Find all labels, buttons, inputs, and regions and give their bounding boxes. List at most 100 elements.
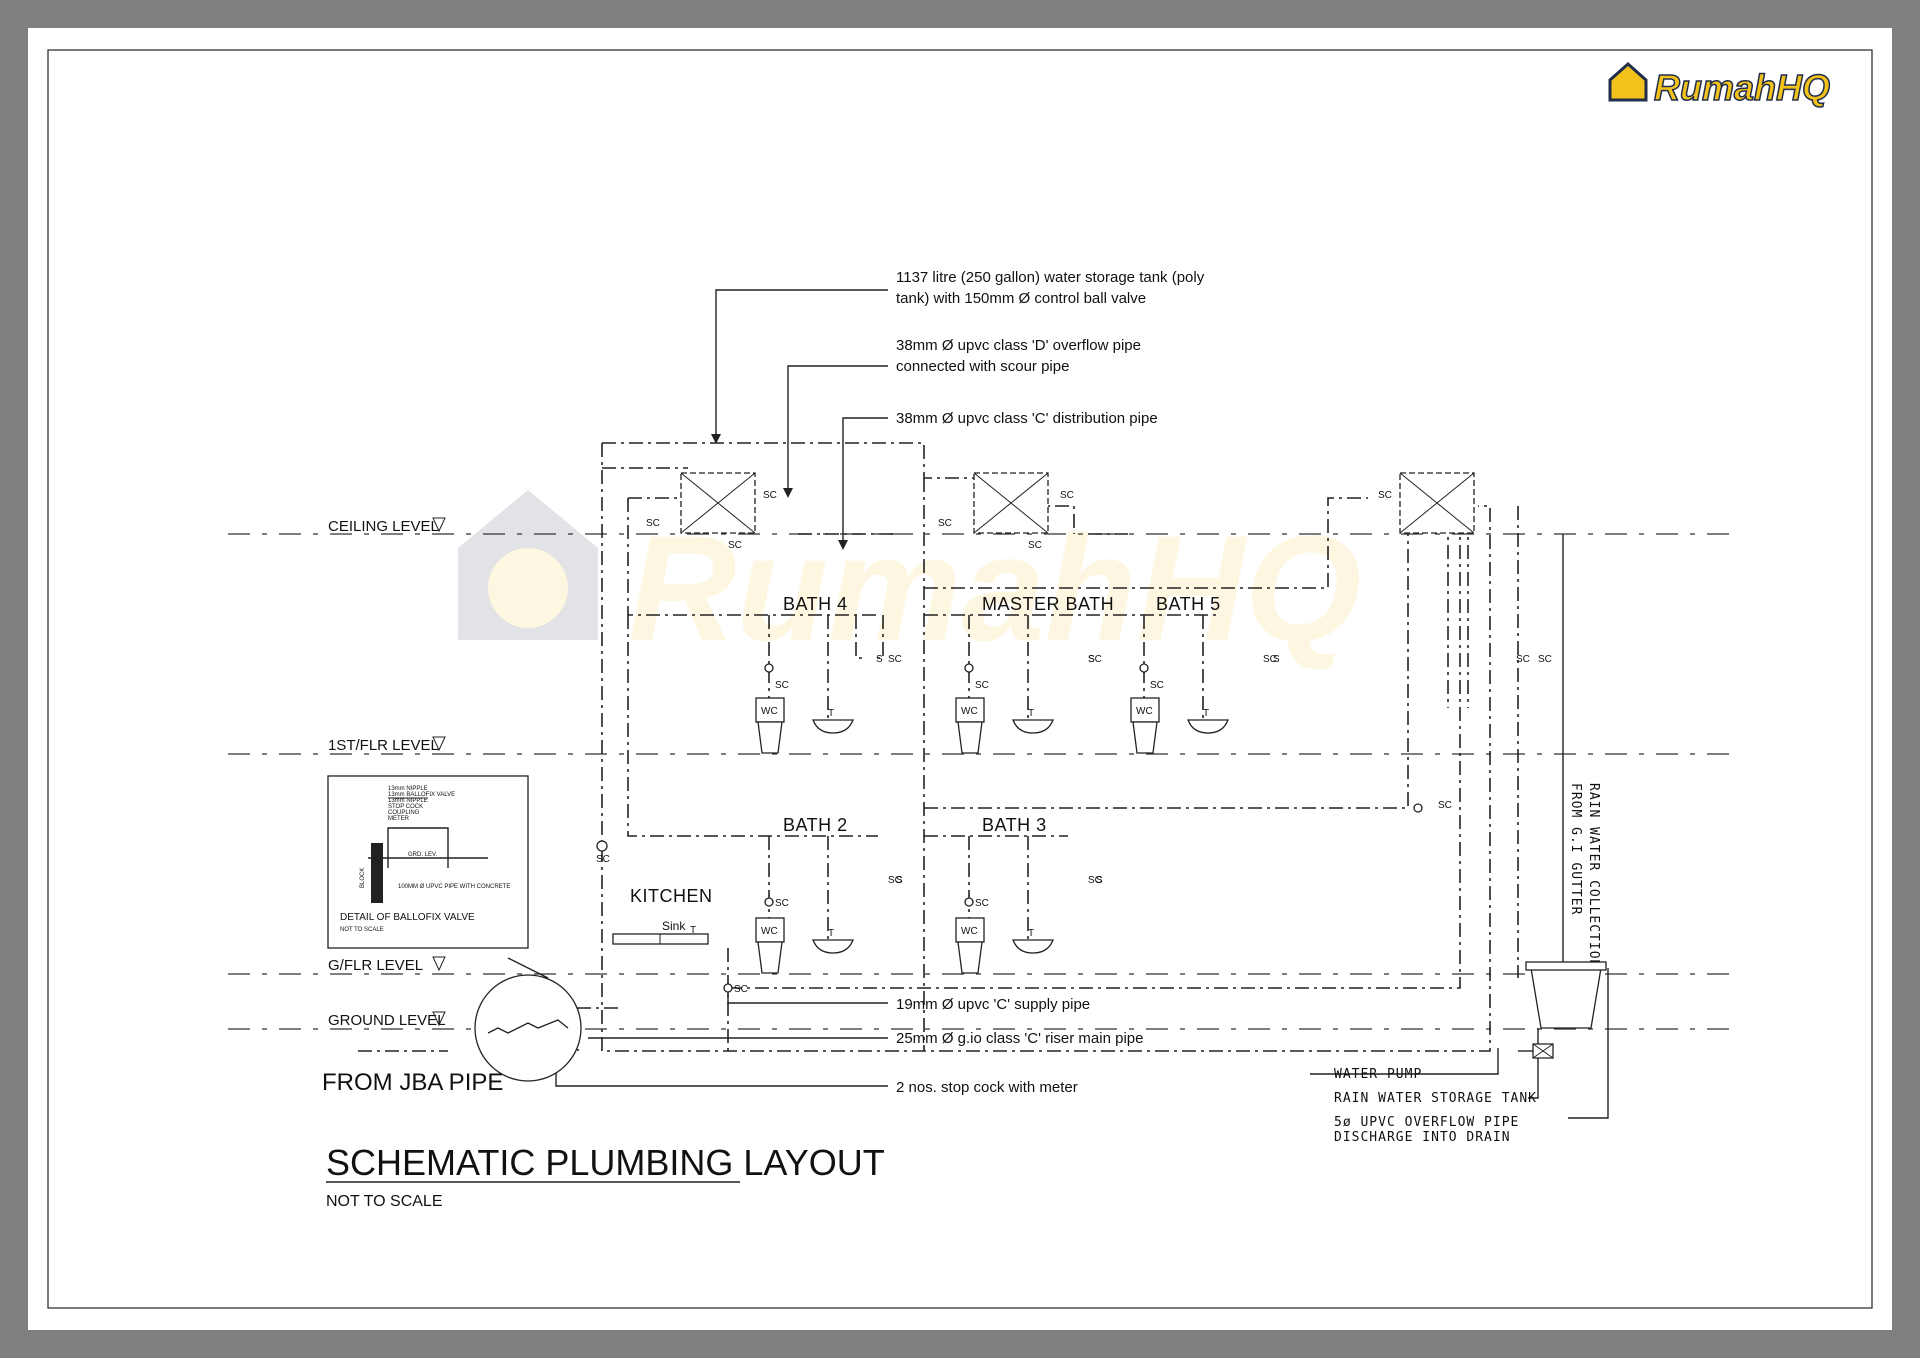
sc-label: SC — [1028, 540, 1042, 551]
supply-pipe-return — [728, 518, 1461, 989]
tap-label: T — [828, 708, 834, 719]
room-bath4: BATH 4 — [783, 594, 848, 614]
room-master-bath: MASTER BATH — [982, 594, 1114, 614]
shower-label: S — [896, 875, 903, 886]
top-main-pipe — [602, 442, 974, 479]
overflow-drain-leader — [1568, 968, 1609, 1119]
sc-label: SC — [646, 518, 660, 529]
tank-leader — [715, 289, 888, 442]
detail-title: DETAIL OF BALLOFIX VALVE — [340, 912, 475, 923]
stop-cock-icon — [764, 663, 774, 673]
room-bath2: BATH 2 — [783, 815, 848, 835]
drawing-title: SCHEMATIC PLUMBING LAYOUT — [326, 1142, 885, 1183]
rumahhq-logo: RumahHQ — [1608, 61, 1831, 109]
detail-pipe-label: 100MM Ø UPVC PIPE WITH CONCRETE — [398, 884, 510, 890]
notes: 1137 litre (250 gallon) water storage ta… — [322, 269, 1601, 1145]
arrow-icon — [783, 488, 793, 498]
pipe-network — [358, 442, 1519, 1052]
ground-level-label: GROUND LEVEL — [328, 1012, 446, 1029]
pump-leader — [1310, 1048, 1499, 1075]
shower-tap-labels: S S S S T T T T T T — [690, 654, 1280, 939]
sc-label: SC — [975, 898, 989, 909]
tap-label: T — [1028, 708, 1034, 719]
note-tank-line2: tank) with 150mm Ø control ball valve — [896, 290, 1146, 307]
arrow-icon — [711, 434, 721, 444]
sc-label: SC — [1378, 490, 1392, 501]
sc-label: SC — [888, 654, 902, 665]
sc-label: SC — [938, 518, 952, 529]
drawing-subtitle: NOT TO SCALE — [326, 1193, 442, 1210]
stopcock-leader — [555, 1028, 888, 1087]
basin-bath2 — [812, 836, 854, 954]
upper-cross-pipe — [924, 497, 1368, 589]
wc-bath5: WC — [1130, 615, 1160, 754]
basin-bath5 — [1187, 615, 1229, 734]
watermark-house-icon — [458, 490, 598, 640]
rain-collection-label-1: RAIN WATER COLLECTION — [1586, 783, 1601, 968]
room-bath5: BATH 5 — [1156, 594, 1221, 614]
detail-item-1: 13mm NIPPLE — [388, 786, 428, 792]
sheet-border — [47, 49, 1873, 1309]
leader-lines — [555, 289, 1609, 1119]
tap-label: T — [690, 925, 696, 936]
basin-bath4 — [812, 615, 854, 734]
tap-label: T — [1203, 708, 1209, 719]
level-labels: CEILING LEVEL 1ST/FLR LEVEL G/FLR LEVEL … — [328, 517, 446, 1029]
stop-cock-icon — [1139, 663, 1149, 673]
arrow-icon — [838, 540, 848, 550]
drawing-sheet: RumahHQ RumahHQ CEILING LEVEL 1ST/FLR LE… — [28, 28, 1892, 1330]
watermark-circle-icon — [488, 548, 568, 628]
rain-tank-lid — [1525, 961, 1607, 971]
basin-master — [1012, 615, 1054, 734]
plumbing-schematic: RumahHQ RumahHQ CEILING LEVEL 1ST/FLR LE… — [47, 49, 1873, 1309]
wc-label: WC — [961, 706, 978, 717]
shower-bath4: S — [855, 615, 884, 665]
tap-label: T — [828, 928, 834, 939]
detail-block — [371, 843, 383, 903]
detail-item-5: COUPLING — [388, 810, 420, 816]
sc-label: SC — [763, 490, 777, 501]
rain-water-system — [1518, 961, 1607, 1059]
sc-label: SC — [1060, 490, 1074, 501]
sc-label: SC — [975, 680, 989, 691]
level-triangle-icon — [432, 736, 446, 752]
title-block: SCHEMATIC PLUMBING LAYOUT NOT TO SCALE — [326, 1142, 885, 1210]
overflow-drain-label-2: DISCHARGE INTO DRAIN — [1334, 1130, 1511, 1145]
sink-label: Sink — [662, 919, 686, 933]
sc-label: SC — [1538, 654, 1552, 665]
note-tank-line1: 1137 litre (250 gallon) water storage ta… — [896, 269, 1205, 286]
callout-leader — [507, 957, 549, 979]
sc-label: SC — [775, 898, 789, 909]
detail-grd-label: GRD. LEV. — [408, 852, 437, 858]
detail-item-6: METER — [388, 816, 410, 822]
stop-cock-icon — [964, 663, 974, 673]
wc-bath3: WC — [955, 836, 985, 974]
level-lines — [228, 533, 1733, 1030]
meter-detail-callout — [474, 957, 582, 1082]
level-triangle-icon — [432, 956, 446, 972]
stop-cock-icon — [596, 840, 608, 852]
note-riser: 25mm Ø g.io class 'C' riser main pipe — [896, 1030, 1143, 1047]
room-labels: BATH 4 MASTER BATH BATH 5 BATH 2 BATH 3 … — [630, 594, 1221, 933]
water-pump-label: WATER PUMP — [1334, 1067, 1422, 1082]
from-jba-label: FROM JBA PIPE — [322, 1069, 503, 1096]
wc-master: WC — [955, 615, 985, 754]
sc-label: SC — [1438, 800, 1452, 811]
overflow-drain-label-1: 5ø UPVC OVERFLOW PIPE — [1334, 1115, 1519, 1130]
sc-label: SC — [888, 875, 902, 886]
detail-item-3: 13mm NIPPLE — [388, 798, 428, 804]
detail-item-2: 13mm BALLOFIX VALVE — [388, 792, 455, 798]
ceiling-level-label: CEILING LEVEL — [328, 518, 439, 535]
shower-label: S — [1088, 654, 1095, 665]
shower-label: S — [876, 654, 883, 665]
ballofix-detail: 13mm NIPPLE 13mm BALLOFIX VALVE 13mm NIP… — [327, 775, 529, 949]
stop-cock-icon — [723, 983, 733, 993]
first-floor-level-label: 1ST/FLR LEVEL — [328, 737, 439, 754]
wc-label: WC — [761, 926, 778, 937]
meter-pipe — [487, 1019, 569, 1034]
sc-label: SC — [1150, 680, 1164, 691]
sc-label: SC — [1516, 654, 1530, 665]
wc-label: WC — [1136, 706, 1153, 717]
basin-bath3 — [1012, 836, 1054, 954]
water-tank-1 — [680, 472, 756, 534]
